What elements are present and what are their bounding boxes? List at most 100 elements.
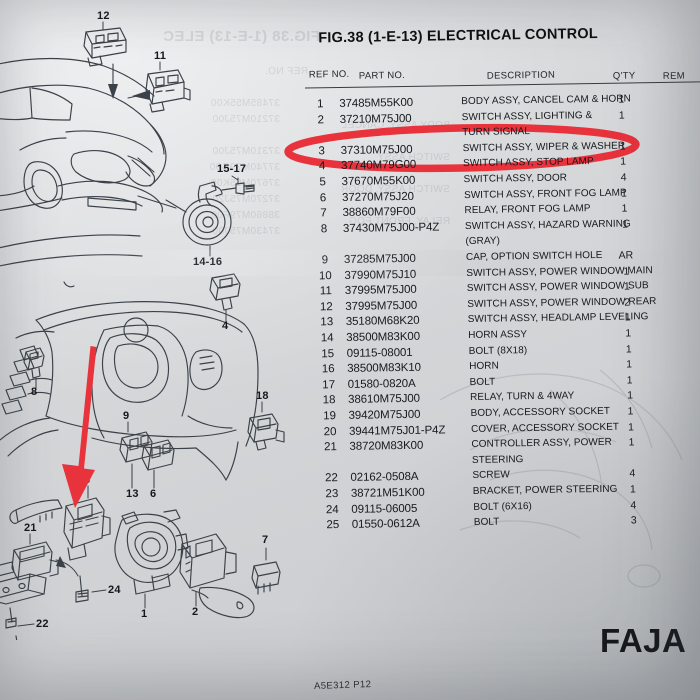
- cell-ref-no: 12: [319, 300, 333, 314]
- cell-qty: 1: [623, 265, 630, 278]
- callout-15-17: 15-17: [217, 163, 247, 175]
- cell-part-no: 37210M75J00: [339, 112, 412, 126]
- cell-part-no: 02162-0508A: [350, 471, 419, 485]
- cell-part-no: 37485M55K00: [339, 96, 414, 111]
- cell-ref-no: 16: [321, 363, 335, 376]
- cell-ref-no: 18: [322, 394, 336, 407]
- cell-ref-no: 25: [326, 519, 340, 532]
- header-divider: [305, 81, 700, 89]
- cell-part-no: 38720M83K00: [349, 439, 424, 454]
- cell-description: SWITCH ASSY, STOP LAMP: [463, 156, 594, 170]
- cell-description: BOLT: [469, 376, 496, 388]
- cell-part-no: 37670M55K00: [341, 174, 416, 188]
- cell-part-no: 01550-0612A: [351, 517, 420, 532]
- cell-qty: 1: [621, 187, 628, 200]
- cell-part-no: 37995M75J00: [345, 299, 418, 313]
- cell-part-no: 37285M75J00: [343, 252, 416, 266]
- cell-description: SWITCH ASSY, LIGHTING &: [461, 109, 593, 123]
- cell-description: SWITCH ASSY, DOOR: [463, 172, 568, 186]
- cell-description: BODY ASSY, CANCEL CAM & HORN: [461, 93, 631, 108]
- cell-part-no: 38721M51K00: [350, 486, 425, 500]
- callout-13: 13: [126, 488, 139, 500]
- callout-9: 9: [123, 410, 130, 422]
- cell-description: BODY, ACCESSORY SOCKET: [470, 405, 611, 419]
- callout-2: 2: [192, 606, 199, 618]
- cell-ref-no: 3: [318, 145, 325, 158]
- cell-qty: 1: [626, 374, 633, 387]
- cell-ref-no: 21: [324, 441, 337, 454]
- cell-qty: 4: [629, 467, 636, 480]
- cell-part-no: 37310M75J00: [340, 143, 413, 157]
- cell-ref-no: 8: [320, 223, 328, 236]
- cell-part-no: 38500M83K00: [346, 330, 421, 344]
- cell-part-no: 01580-0820A: [347, 377, 416, 391]
- column-header-ref-no: REF NO.: [308, 68, 350, 81]
- cell-description: HORN: [469, 360, 499, 373]
- callout-22: 22: [36, 618, 49, 630]
- cell-ref-no: 4: [318, 160, 326, 173]
- cell-qty: 1: [627, 421, 635, 434]
- cell-part-no: 37270M75J20: [341, 190, 414, 204]
- cell-ref-no: 1: [316, 98, 324, 111]
- cell-qty: 1: [620, 155, 627, 169]
- cell-description: (GRAY): [465, 235, 501, 248]
- callout-11: 11: [154, 50, 167, 62]
- cell-part-no: 09115-08001: [346, 346, 413, 360]
- cell-description: CAP, OPTION SWITCH HOLE: [465, 249, 603, 264]
- table-rows: 1 37485M55K00 BODY ASSY, CANCEL CAM & HORN…: [300, 16, 700, 531]
- callout-12: 12: [97, 10, 110, 22]
- cell-qty: 4: [630, 499, 637, 512]
- cell-description: SWITCH ASSY, WIPER & WASHER: [462, 140, 626, 154]
- cell-qty: 1: [618, 109, 625, 122]
- cell-ref-no: 17: [322, 378, 336, 392]
- exploded-parts-diagram: 12 11 15-17 14-16 4 8 18 9 13 6 3 21 24 …: [0, 0, 310, 640]
- cell-qty: 1: [621, 202, 628, 215]
- cell-part-no: 38610M75J00: [348, 393, 420, 407]
- cell-ref-no: 9: [321, 254, 329, 267]
- column-header-description: DESCRIPTION: [486, 69, 556, 82]
- callout-14-16: 14-16: [193, 256, 223, 268]
- cell-part-no: 37990M75J10: [344, 268, 417, 282]
- cell-part-no: 39441M75J01-P4Z: [348, 423, 446, 438]
- cell-ref-no: 6: [319, 191, 327, 204]
- cell-description: SCREW: [472, 469, 510, 482]
- callout-18: 18: [256, 390, 269, 402]
- cell-ref-no: 20: [323, 425, 337, 438]
- cell-ref-no: 2: [317, 113, 325, 126]
- cell-qty: 1: [628, 436, 635, 449]
- figure-title: FIG.38 (1-E-13) ELECTRICAL CONTROL: [318, 25, 598, 47]
- cell-qty: 1: [618, 93, 625, 106]
- cell-qty: 1: [624, 311, 631, 324]
- cell-ref-no: 22: [324, 472, 338, 485]
- cell-ref-no: 15: [321, 347, 335, 360]
- callout-7: 7: [262, 534, 269, 546]
- cell-part-no: 09115-06005: [351, 502, 418, 516]
- cell-qty: 1: [626, 358, 633, 371]
- cell-qty: 1: [619, 140, 626, 153]
- callout-6: 6: [150, 488, 157, 500]
- cell-description: BOLT: [473, 516, 500, 529]
- cell-description: CONTROLLER ASSY, POWER: [471, 436, 612, 451]
- cell-part-no: 37430M75J00-P4Z: [342, 221, 440, 235]
- cell-description: TURN SIGNAL: [462, 126, 531, 139]
- cell-qty: 3: [630, 514, 637, 527]
- cell-description: BOLT (8X18): [468, 344, 528, 357]
- callout-24: 24: [108, 584, 121, 596]
- cell-qty: 1: [625, 343, 632, 356]
- cell-part-no: 37740M79G00: [341, 159, 417, 173]
- cell-ref-no: 24: [325, 503, 339, 516]
- cell-ref-no: 11: [319, 285, 332, 298]
- page-code: A5E312 P12: [313, 679, 372, 692]
- cell-description: COVER, ACCESSORY SOCKET: [470, 421, 620, 435]
- callout-1: 1: [141, 608, 148, 620]
- cell-qty: 1: [625, 327, 632, 340]
- cell-description: SWITCH ASSY, FRONT FOG LAMP: [463, 187, 627, 201]
- cell-qty: AR: [618, 249, 634, 262]
- cell-ref-no: 19: [323, 410, 337, 423]
- cell-description: RELAY, TURN & 4WAY: [470, 390, 575, 404]
- column-header-part-no: PART NO.: [358, 69, 406, 82]
- column-header-remarks: REM: [662, 70, 685, 82]
- callout-3: 3: [84, 474, 91, 486]
- cell-description: SWITCH ASSY, HAZARD WARNING: [464, 218, 631, 232]
- cell-ref-no: 5: [319, 176, 326, 189]
